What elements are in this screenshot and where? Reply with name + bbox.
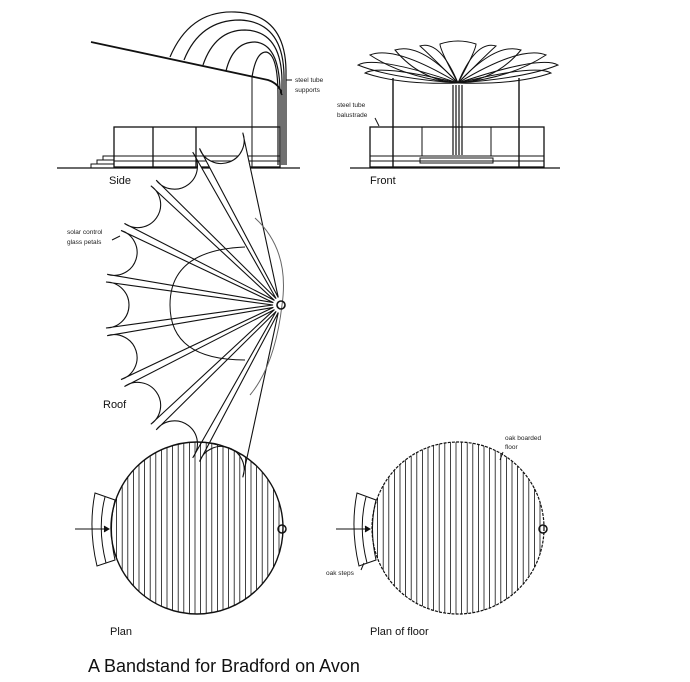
plan-outline: [110, 441, 284, 615]
steel-tube-supports: [169, 11, 287, 167]
floor-outline: [371, 441, 545, 615]
note-balustrade-2: balustrade: [337, 112, 368, 119]
side-elevation: [57, 11, 300, 169]
roof-plan: [105, 132, 286, 478]
note-supports-2: supports: [295, 87, 321, 94]
oak-boards: [372, 442, 541, 614]
glass-petal: [124, 185, 275, 301]
glass-petal: [124, 309, 275, 425]
central-column: [452, 85, 463, 155]
view-label-plan-of-floor: Plan of floor: [370, 626, 429, 638]
view-label-side: Side: [109, 175, 131, 187]
roof-outer-arc: [249, 217, 284, 396]
note-supports-1: steel tube: [295, 77, 324, 84]
note-petals-2: glass petals: [67, 239, 102, 246]
side-steps: [90, 155, 115, 169]
glass-petal: [199, 132, 279, 298]
column: [277, 524, 287, 534]
front-elevation: [350, 40, 560, 169]
glass-petal: [155, 151, 277, 300]
note-leader: [111, 235, 121, 241]
note-leader: [499, 451, 504, 461]
entry-arrow: [336, 525, 371, 533]
note-floor-2: floor: [505, 444, 518, 451]
note-floor-1: oak boarded: [505, 435, 542, 442]
view-label-roof: Roof: [103, 399, 127, 411]
column-head: [276, 300, 286, 310]
note-steps: oak steps: [326, 570, 355, 577]
note-leader: [360, 562, 365, 571]
floor-plan-view: [336, 441, 548, 615]
column: [538, 524, 548, 534]
entry-arrow: [75, 525, 110, 533]
sheet-title: A Bandstand for Bradford on Avon: [88, 656, 360, 676]
front-balustrade: [369, 126, 545, 168]
roof-inner-arc: [169, 246, 246, 361]
note-leader: [374, 117, 380, 127]
glass-petal: [107, 306, 274, 381]
canopy-petals: [356, 40, 560, 84]
glass-petal: [105, 281, 274, 329]
note-balustrade-1: steel tube: [337, 102, 366, 109]
view-label-plan: Plan: [110, 626, 132, 638]
view-label-front: Front: [370, 175, 396, 187]
note-petals-1: solar control: [67, 229, 103, 236]
glass-petal: [155, 310, 277, 459]
glass-petal: [107, 229, 274, 304]
glass-petals: [105, 132, 279, 478]
plan-view: [75, 441, 287, 615]
